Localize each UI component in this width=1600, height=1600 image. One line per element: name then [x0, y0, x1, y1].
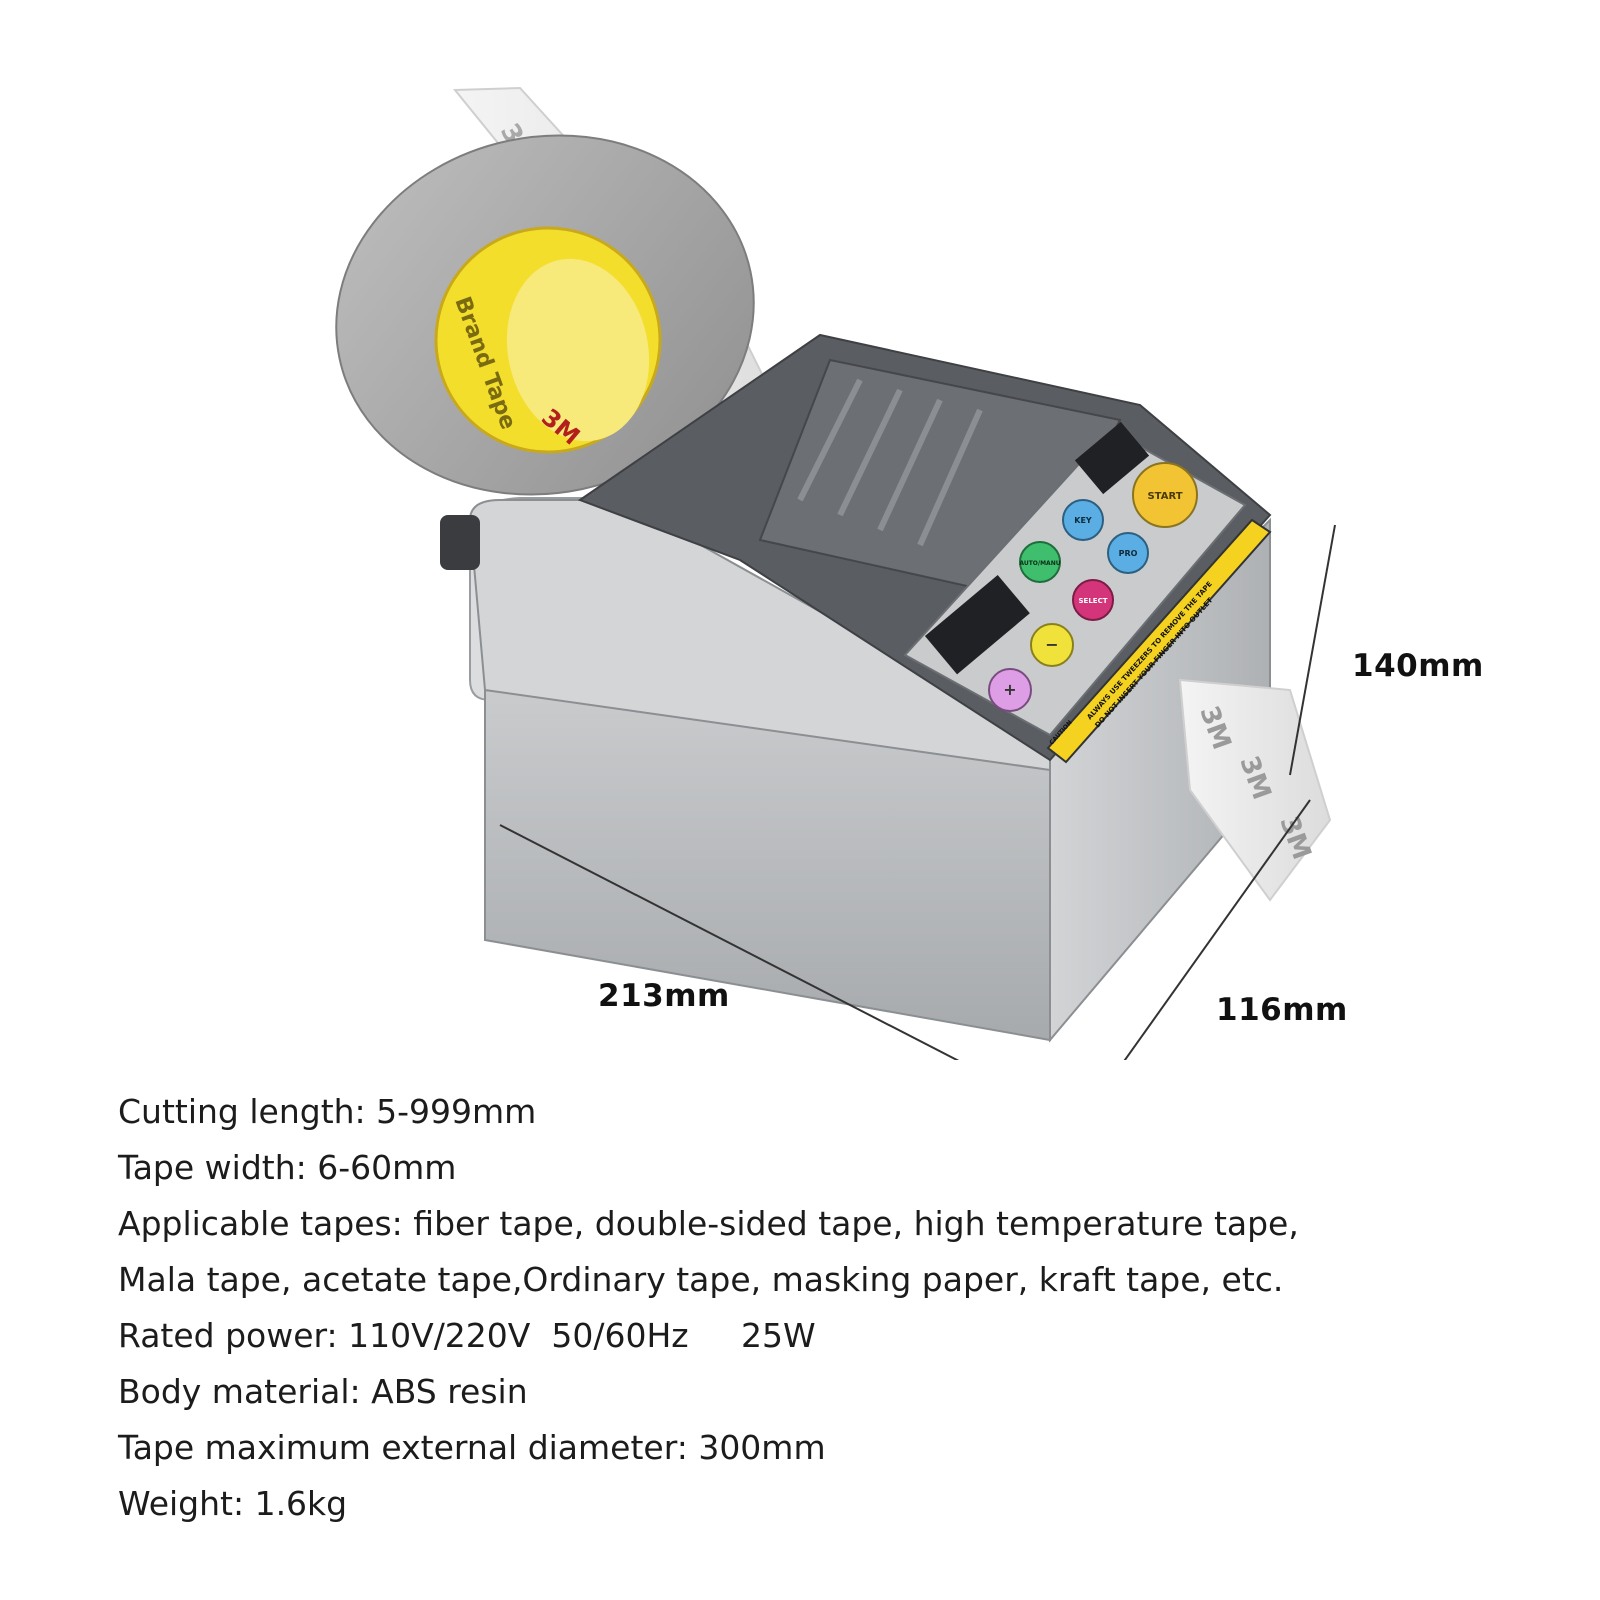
panel-buttons: START KEY AUTO/MANU PRO SELECT − + [988, 462, 1198, 712]
pro-button [1107, 532, 1149, 574]
top-display [1074, 421, 1150, 495]
spec-weight: Weight: 1.6kg [118, 1484, 348, 1523]
select-button [1072, 579, 1114, 621]
pro-button-label: PRO [1119, 549, 1138, 558]
spec-applicable-tapes-1: Applicable tapes: fiber tape, double-sid… [118, 1204, 1299, 1243]
plus-button [988, 668, 1032, 712]
rear-knob [440, 515, 480, 570]
plus-button-label: + [1003, 680, 1016, 699]
minus-button-label: − [1045, 635, 1058, 654]
height-dimension-line [1289, 524, 1336, 776]
start-button [1132, 462, 1198, 528]
spec-list: Cutting length: 5-999mm Tape width: 6-60… [118, 1084, 1558, 1532]
spec-rated-power: Rated power: 110V/220V 50/60Hz 25W [118, 1316, 816, 1355]
length-dimension-line [499, 824, 960, 1060]
roller-ribs [797, 378, 983, 547]
start-button-label: START [1147, 491, 1182, 502]
tape-roll-hole [506, 258, 650, 442]
auto-manu-button-label: AUTO/MANU [1019, 560, 1060, 567]
depth-dimension-line [1123, 799, 1311, 1060]
spec-applicable-tapes-2: Mala tape, acetate tape,Ordinary tape, m… [118, 1260, 1284, 1299]
key-button-label: KEY [1074, 516, 1092, 525]
warning-strip [1046, 518, 1272, 764]
key-button [1062, 499, 1104, 541]
select-button-label: SELECT [1079, 597, 1108, 605]
spec-tape-width: Tape width: 6-60mm [118, 1148, 457, 1187]
depth-dimension-label: 116mm [1216, 992, 1348, 1028]
spec-cutting-length: Cutting length: 5-999mm [118, 1092, 537, 1131]
height-dimension-label: 140mm [1352, 648, 1484, 684]
spec-max-diameter: Tape maximum external diameter: 300mm [118, 1428, 826, 1467]
auto-manu-button [1019, 541, 1061, 583]
counter-display [924, 574, 1030, 675]
minus-button [1030, 623, 1074, 667]
spec-body-material: Body material: ABS resin [118, 1372, 528, 1411]
length-dimension-label: 213mm [598, 978, 730, 1014]
tape-strip-exit [1178, 678, 1332, 902]
product-illustration: 3M 3M 3M 3M 3M Brand Tape 3M START KEY A… [335, 86, 1336, 1060]
tape-roll: Brand Tape 3M [335, 134, 755, 496]
